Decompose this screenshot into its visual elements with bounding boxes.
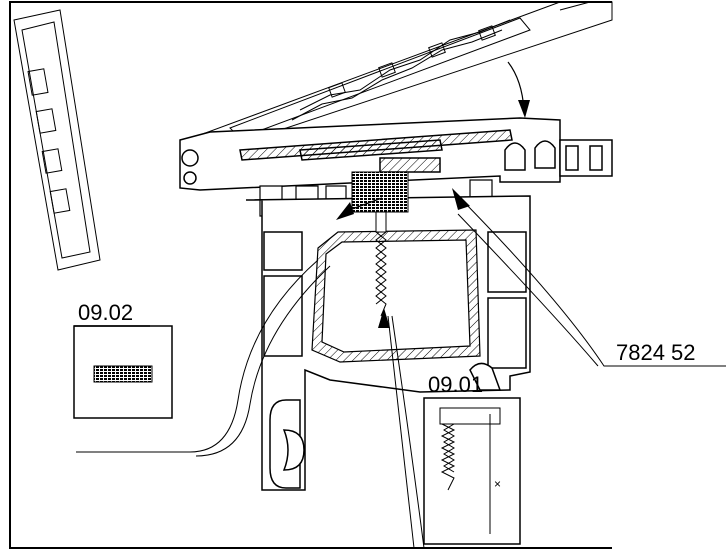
- callout-0902-label: 09.02: [78, 300, 133, 325]
- callout-0902: [73, 325, 173, 419]
- sash-profile: [179, 117, 613, 191]
- callout-0901: [423, 397, 521, 545]
- drawing-frame: [9, 1, 612, 549]
- pointer-arrows: [336, 188, 470, 328]
- part-number-label: 7824 52: [616, 340, 696, 365]
- leader-lines: [76, 199, 726, 549]
- reinforcement-section: [311, 229, 481, 363]
- callout-0901-label: 09.01: [428, 372, 483, 397]
- top-pointer-arrow: [507, 61, 530, 118]
- axis-mark: ×: [494, 477, 501, 491]
